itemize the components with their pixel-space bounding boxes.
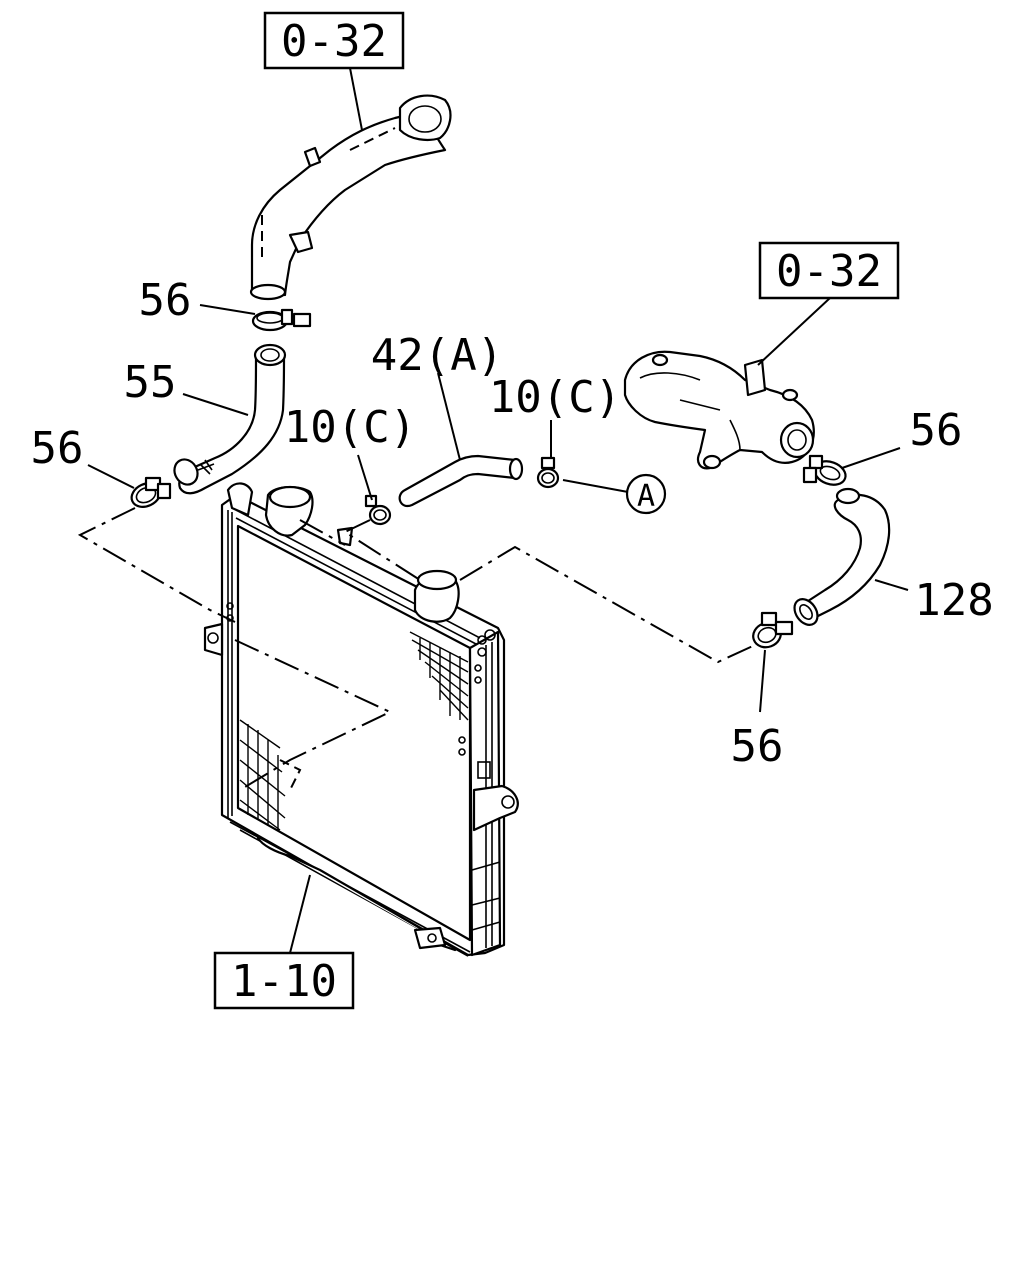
ref-box-bottom-label: 1-10 (231, 956, 337, 1007)
leader-top-ref (349, 67, 363, 131)
callout-10c-left[interactable]: 10(C) (284, 402, 416, 453)
leader-hose-128 (874, 579, 909, 591)
callout-56-lower[interactable]: 56 (731, 721, 784, 772)
clamp-left[interactable] (128, 476, 172, 511)
callout-56-upper[interactable]: 56 (139, 275, 192, 326)
clamp-right[interactable] (802, 454, 849, 489)
radiator (203, 482, 519, 957)
ref-box-right[interactable]: 0-32 (758, 241, 900, 300)
clamp-lower[interactable] (750, 611, 794, 651)
clip-10c-left[interactable] (364, 494, 392, 526)
hose-55[interactable] (170, 343, 287, 495)
ref-box-top-label: 0-32 (281, 16, 387, 67)
callout-42a[interactable]: 42(A) (371, 330, 503, 381)
leader-bottom-ref (289, 874, 311, 954)
radiator-core-mesh (239, 631, 469, 831)
leader-hose-42a (437, 372, 461, 461)
leader-clamp-56-lower (759, 649, 766, 713)
leader-hose-55 (182, 393, 249, 416)
leader-clamp-56-upper (199, 304, 256, 315)
leader-right-ref (757, 297, 831, 366)
callout-128[interactable]: 128 (914, 575, 993, 626)
clamp-upper[interactable] (251, 308, 312, 332)
hose-128[interactable] (790, 487, 891, 629)
thermostat-housing (623, 350, 815, 470)
ref-box-bottom[interactable]: 1-10 (213, 951, 355, 1010)
callout-55[interactable]: 55 (124, 357, 177, 408)
hose-42a[interactable] (398, 454, 524, 508)
marker-a-label: A (637, 479, 655, 514)
callout-56-right[interactable]: 56 (910, 405, 963, 456)
leader-clip-10c-left (357, 454, 373, 501)
leader-marker-a (562, 479, 629, 493)
clip-10c-right[interactable] (536, 456, 560, 489)
callout-10c-right[interactable]: 10(C) (489, 372, 621, 423)
ref-box-top[interactable]: 0-32 (263, 11, 405, 70)
leader-clamp-56-right (841, 447, 901, 469)
ref-box-right-label: 0-32 (776, 246, 882, 297)
marker-a[interactable]: A (625, 473, 667, 515)
routing-lines (77, 507, 756, 791)
upper-water-pipe (249, 94, 452, 301)
callout-56-left[interactable]: 56 (31, 423, 84, 474)
leader-clamp-56-left (87, 464, 135, 489)
